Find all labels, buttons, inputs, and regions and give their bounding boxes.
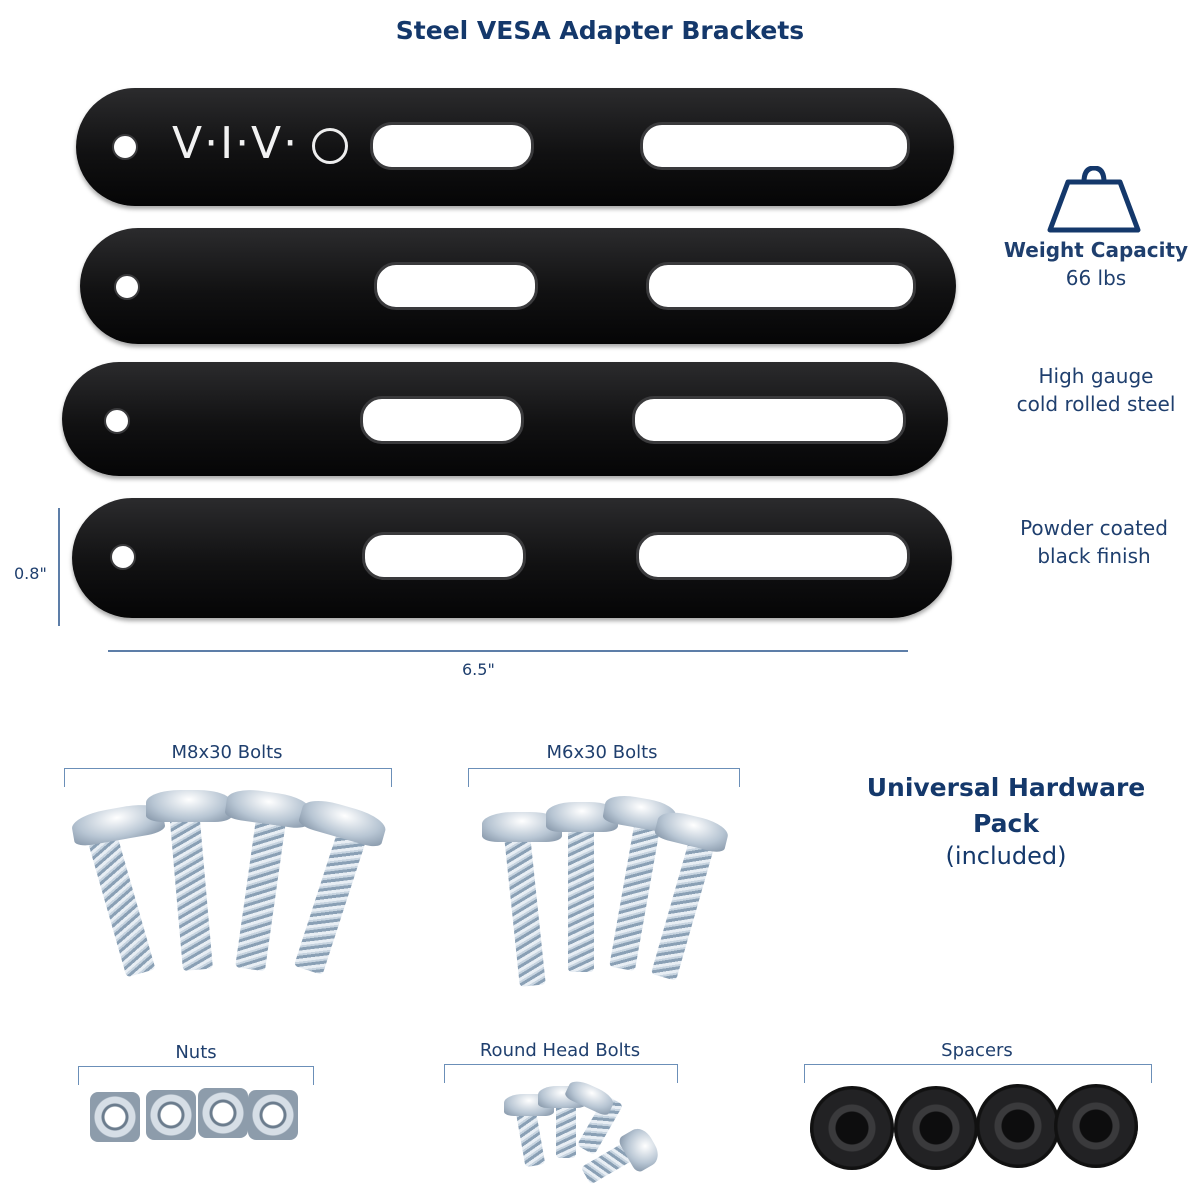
m8-bolt-head bbox=[224, 786, 312, 830]
nut bbox=[90, 1092, 140, 1142]
nut bbox=[146, 1090, 196, 1140]
m6-bolt bbox=[650, 837, 716, 981]
bracket-slot-long bbox=[646, 262, 916, 310]
nuts-bracket bbox=[78, 1066, 314, 1085]
bracket-slot-long bbox=[632, 396, 906, 444]
height-dimension-line bbox=[58, 508, 60, 626]
m6-bolt bbox=[568, 824, 594, 972]
hardware-pack-line1: Universal Hardware bbox=[866, 773, 1146, 802]
round-head-bolts-label: Round Head Bolts bbox=[479, 1040, 641, 1061]
m8-bolt-head bbox=[146, 790, 232, 822]
bracket-hole bbox=[112, 134, 138, 160]
m6-bolts-bracket bbox=[468, 768, 740, 787]
spacer bbox=[976, 1084, 1060, 1168]
vivo-logo: V·I·V· bbox=[172, 118, 300, 169]
m8-bolt bbox=[235, 810, 287, 972]
width-dimension-label: 6.5" bbox=[462, 660, 495, 679]
nut bbox=[248, 1090, 298, 1140]
logo-mark-icon bbox=[312, 128, 348, 164]
steel-feature-line1: High gauge bbox=[1038, 364, 1154, 388]
weight-capacity-title: Weight Capacity bbox=[1003, 238, 1189, 262]
nut bbox=[198, 1088, 248, 1138]
m6-bolt bbox=[609, 818, 661, 972]
round-head-bolts-bracket bbox=[444, 1064, 678, 1083]
bracket-slot-long bbox=[640, 122, 910, 170]
hardware-pack-heading: Universal Hardware Pack (included) bbox=[856, 770, 1156, 870]
m8-bolts-bracket bbox=[64, 768, 392, 787]
bracket-hole bbox=[104, 408, 130, 434]
m8-bolt bbox=[169, 808, 213, 972]
bracket-4 bbox=[72, 498, 952, 618]
bracket-3 bbox=[62, 362, 948, 476]
m6-bolts-label: M6x30 Bolts bbox=[546, 742, 658, 763]
hardware-pack-line2: Pack bbox=[973, 809, 1039, 838]
m6-bolt bbox=[504, 835, 546, 987]
round-head-bolt bbox=[556, 1098, 576, 1158]
m8-bolt bbox=[86, 828, 156, 978]
weight-icon bbox=[1047, 166, 1141, 233]
bracket-slot-short bbox=[374, 262, 538, 310]
finish-feature: Powder coated black finish bbox=[994, 514, 1194, 570]
spacers-label: Spacers bbox=[941, 1040, 1013, 1061]
weight-capacity-value: 66 lbs bbox=[1065, 266, 1127, 290]
m8-bolt bbox=[293, 824, 369, 976]
weight-capacity-feature: Weight Capacity 66 lbs bbox=[996, 236, 1196, 292]
bracket-slot-long bbox=[636, 532, 910, 580]
bracket-hole bbox=[110, 544, 136, 570]
spacer bbox=[810, 1086, 894, 1170]
spacer bbox=[894, 1086, 978, 1170]
spacer bbox=[1054, 1084, 1138, 1168]
bracket-1: V·I·V· bbox=[76, 88, 954, 206]
finish-feature-line1: Powder coated bbox=[1020, 516, 1168, 540]
round-head-bolt-head bbox=[617, 1124, 663, 1174]
m8-bolts-label: M8x30 Bolts bbox=[171, 742, 283, 763]
bracket-hole bbox=[114, 274, 140, 300]
hardware-pack-line3: (included) bbox=[945, 842, 1067, 870]
bracket-slot-short bbox=[360, 396, 524, 444]
steel-feature: High gauge cold rolled steel bbox=[996, 362, 1196, 418]
finish-feature-line2: black finish bbox=[1037, 544, 1151, 568]
bracket-slot-short bbox=[370, 122, 534, 170]
width-dimension-line bbox=[108, 650, 908, 652]
spacers-bracket bbox=[804, 1064, 1152, 1083]
page-title: Steel VESA Adapter Brackets bbox=[395, 16, 805, 45]
steel-feature-line2: cold rolled steel bbox=[1016, 392, 1176, 416]
height-dimension-label: 0.8" bbox=[14, 564, 47, 583]
nuts-label: Nuts bbox=[175, 1042, 217, 1063]
bracket-slot-short bbox=[362, 532, 526, 580]
bracket-2 bbox=[80, 228, 956, 344]
